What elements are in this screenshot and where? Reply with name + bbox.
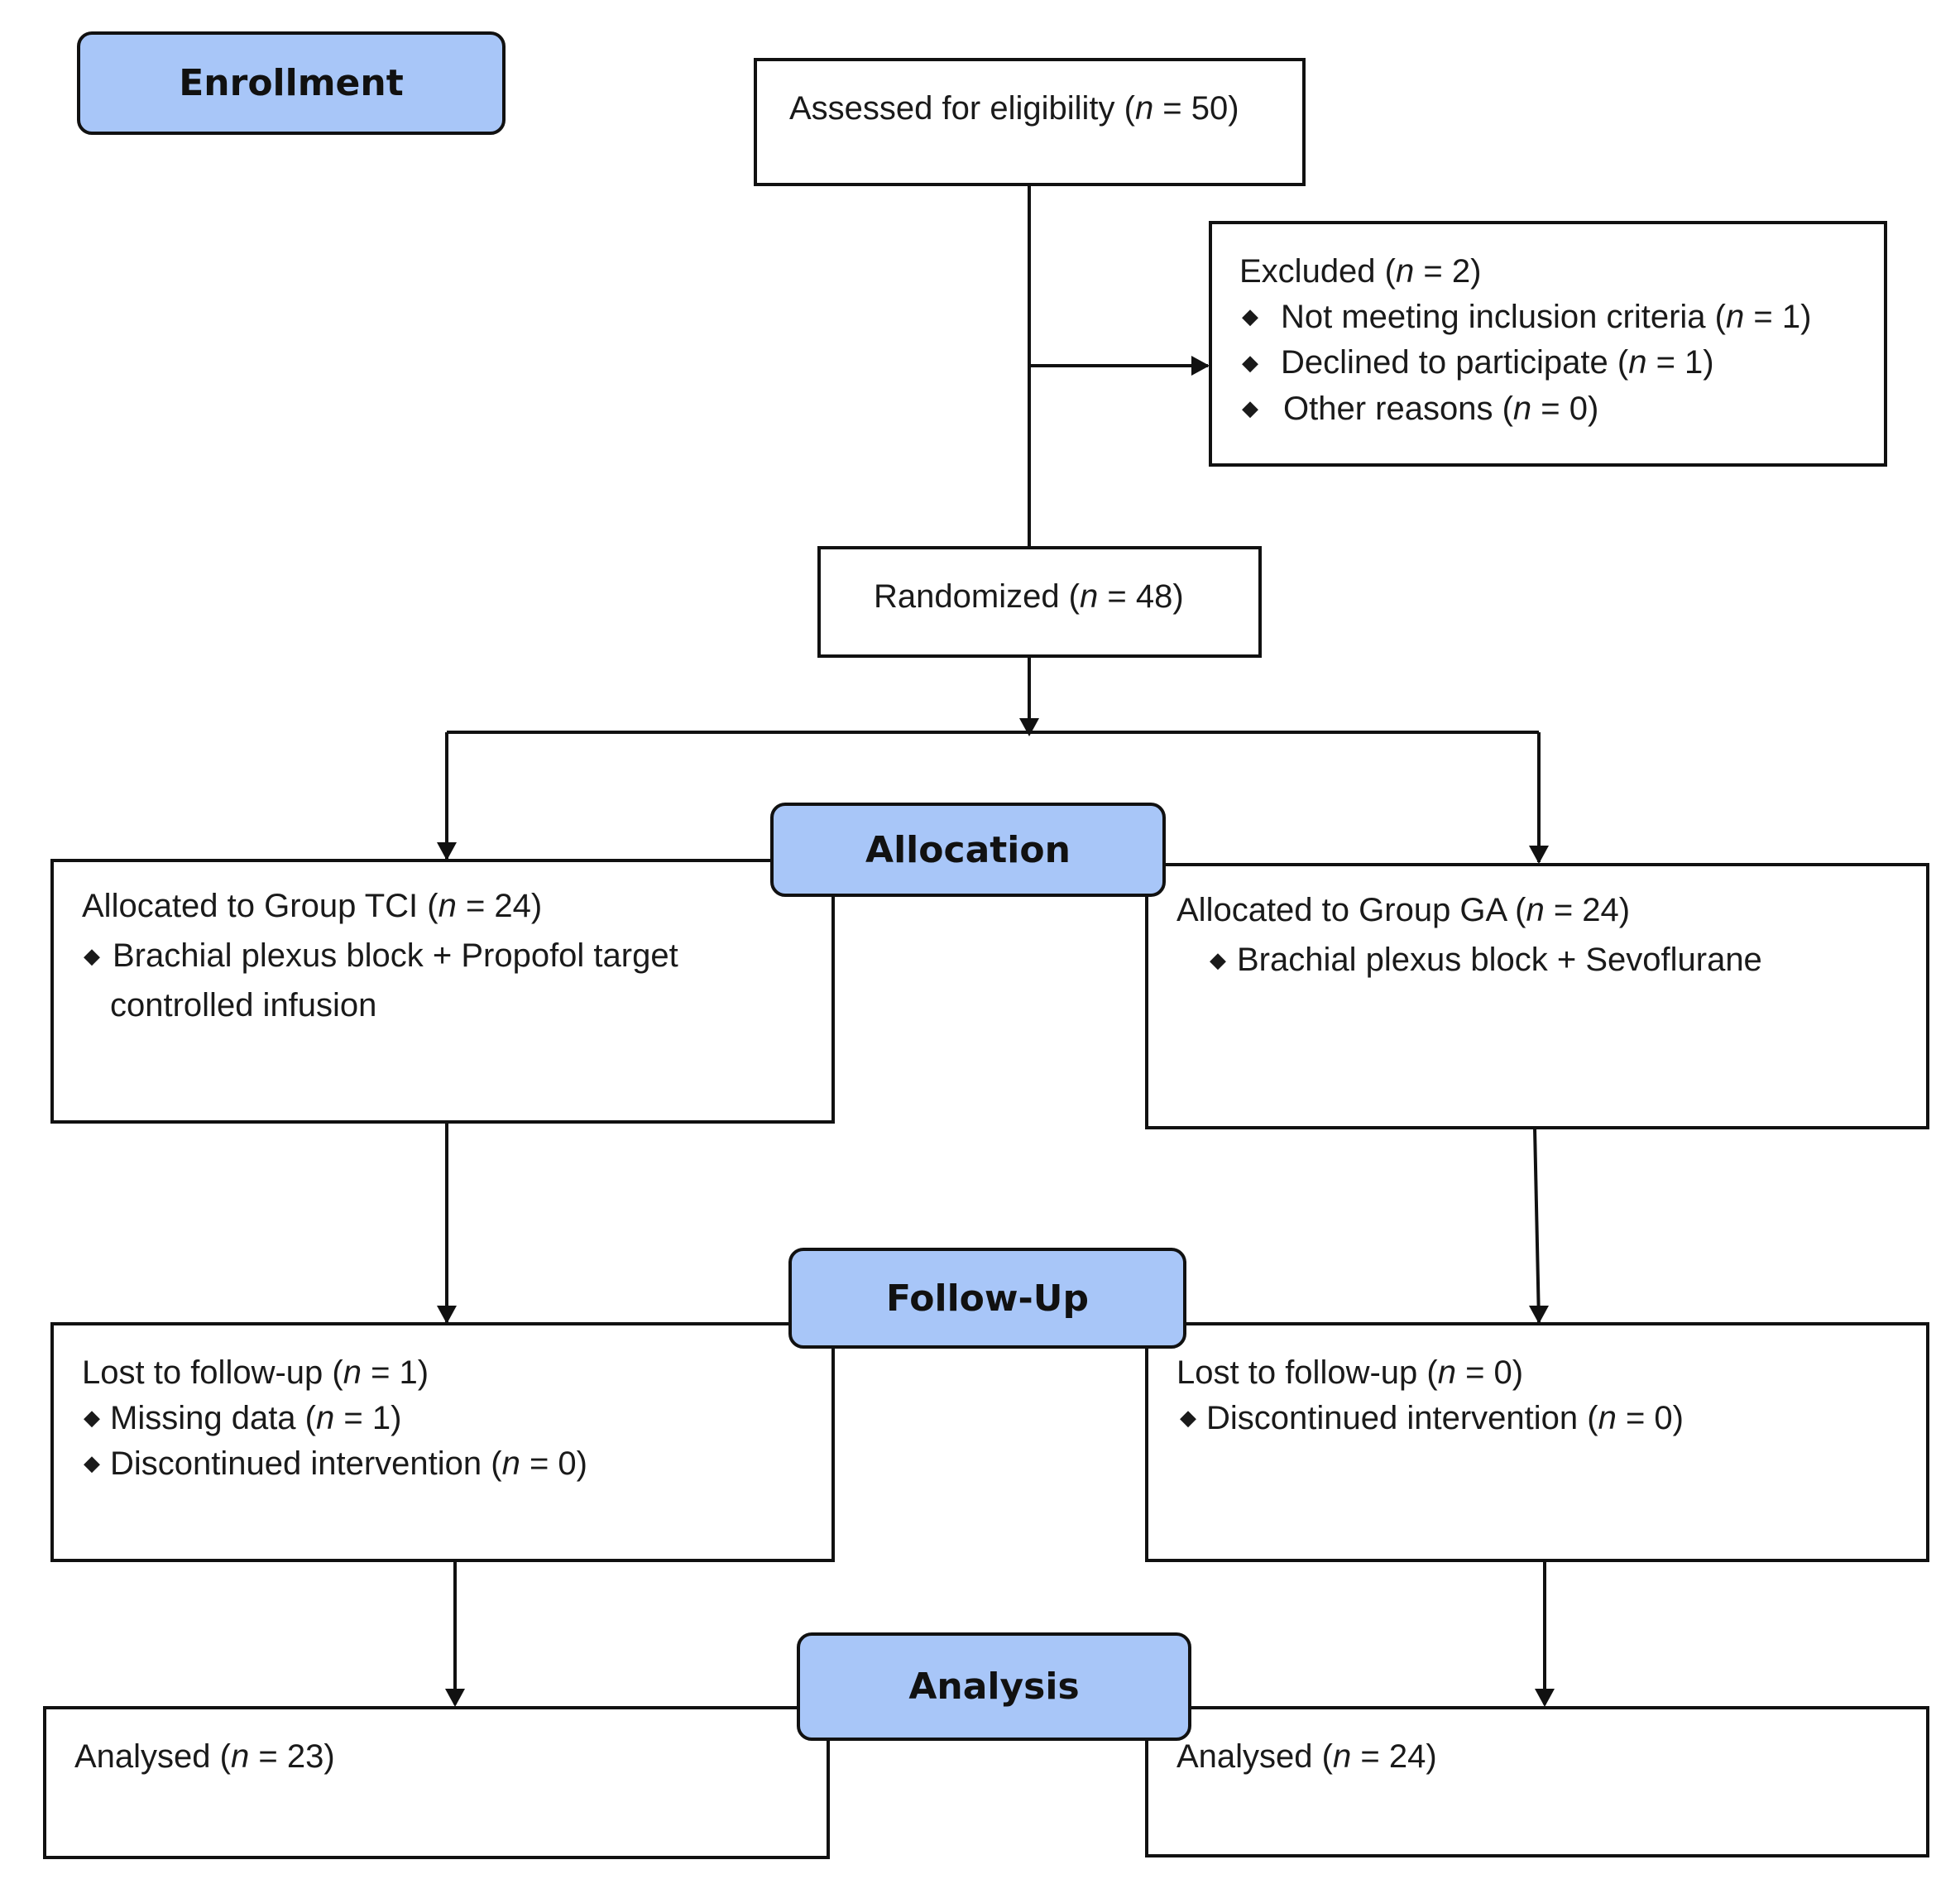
connector-alloc-follow-ga [1533,1127,1541,1323]
excluded-box: Excluded (n = 2) ◆ Not meeting inclusion… [1209,221,1887,467]
stage-enrollment: Enrollment [77,31,506,135]
alloc-ga-item: Brachial plexus block + Sevoflurane [1237,942,1762,978]
alloc-tci-title: Allocated to Group TCI (n = 24) [82,888,543,924]
excluded-item-1: Not meeting inclusion criteria (n = 1) [1281,299,1812,335]
stage-enrollment-label: Enrollment [179,62,404,104]
alloc-tci-box: Allocated to Group TCI (n = 24) ◆ Brachi… [50,859,835,1124]
analysis-tci-text: Analysed (n = 23) [74,1738,335,1775]
bullet-icon: ◆ [1242,395,1258,420]
bullet-icon: ◆ [1242,350,1258,375]
bullet-icon: ◆ [1180,1405,1196,1430]
analysis-ga-text: Analysed (n = 24) [1176,1738,1437,1775]
randomized-text: Randomized (n = 48) [874,578,1184,615]
bullet-icon: ◆ [84,943,100,968]
follow-tci-item-1: Missing data (n = 1) [110,1400,402,1436]
follow-ga-title: Lost to follow-up (n = 0) [1176,1354,1524,1391]
analysis-tci-box: Analysed (n = 23) [43,1706,830,1859]
follow-tci-box: Lost to follow-up (n = 1) ◆ Missing data… [50,1322,835,1562]
alloc-tci-item-line1: Brachial plexus block + Propofol target [113,937,678,974]
arrowhead-alloc-tci [437,842,457,860]
excluded-item-2: Declined to participate (n = 1) [1281,344,1714,381]
arrowhead-analysis-tci [445,1689,465,1707]
arrowhead-excluded [1191,356,1210,376]
arrowhead-analysis-ga [1535,1689,1555,1707]
randomized-box: Randomized (n = 48) [817,546,1262,658]
excluded-item-3: Other reasons (n = 0) [1283,391,1599,427]
arrowhead-split [1019,718,1039,736]
follow-tci-item-2: Discontinued intervention (n = 0) [110,1445,587,1482]
stage-analysis: Analysis [797,1632,1191,1741]
bullet-icon: ◆ [1210,947,1226,972]
analysis-ga-box: Analysed (n = 24) [1145,1706,1929,1857]
alloc-ga-box: Allocated to Group GA (n = 24) ◆ Brachia… [1145,863,1929,1129]
alloc-ga-title: Allocated to Group GA (n = 24) [1176,892,1631,928]
bullet-icon: ◆ [1242,304,1258,328]
follow-ga-box: Lost to follow-up (n = 0) ◆ Discontinued… [1145,1322,1929,1562]
stage-allocation-label: Allocation [865,828,1071,871]
assessed-box: Assessed for eligibility (n = 50) [754,58,1306,186]
bullet-icon: ◆ [84,1450,100,1475]
arrowhead-follow-ga [1529,1306,1549,1324]
assessed-text: Assessed for eligibility (n = 50) [789,90,1239,127]
arrowhead-alloc-ga [1529,846,1549,864]
stage-follow-up: Follow-Up [788,1248,1186,1349]
stage-analysis-label: Analysis [908,1666,1080,1708]
alloc-tci-item-line2: controlled infusion [110,987,377,1023]
stage-allocation: Allocation [770,803,1166,897]
bullet-icon: ◆ [84,1405,100,1430]
follow-ga-item-1: Discontinued intervention (n = 0) [1206,1400,1684,1436]
stage-follow-up-label: Follow-Up [885,1277,1090,1320]
follow-tci-title: Lost to follow-up (n = 1) [82,1354,429,1391]
excluded-title: Excluded (n = 2) [1239,253,1482,290]
arrowhead-follow-tci [437,1306,457,1324]
